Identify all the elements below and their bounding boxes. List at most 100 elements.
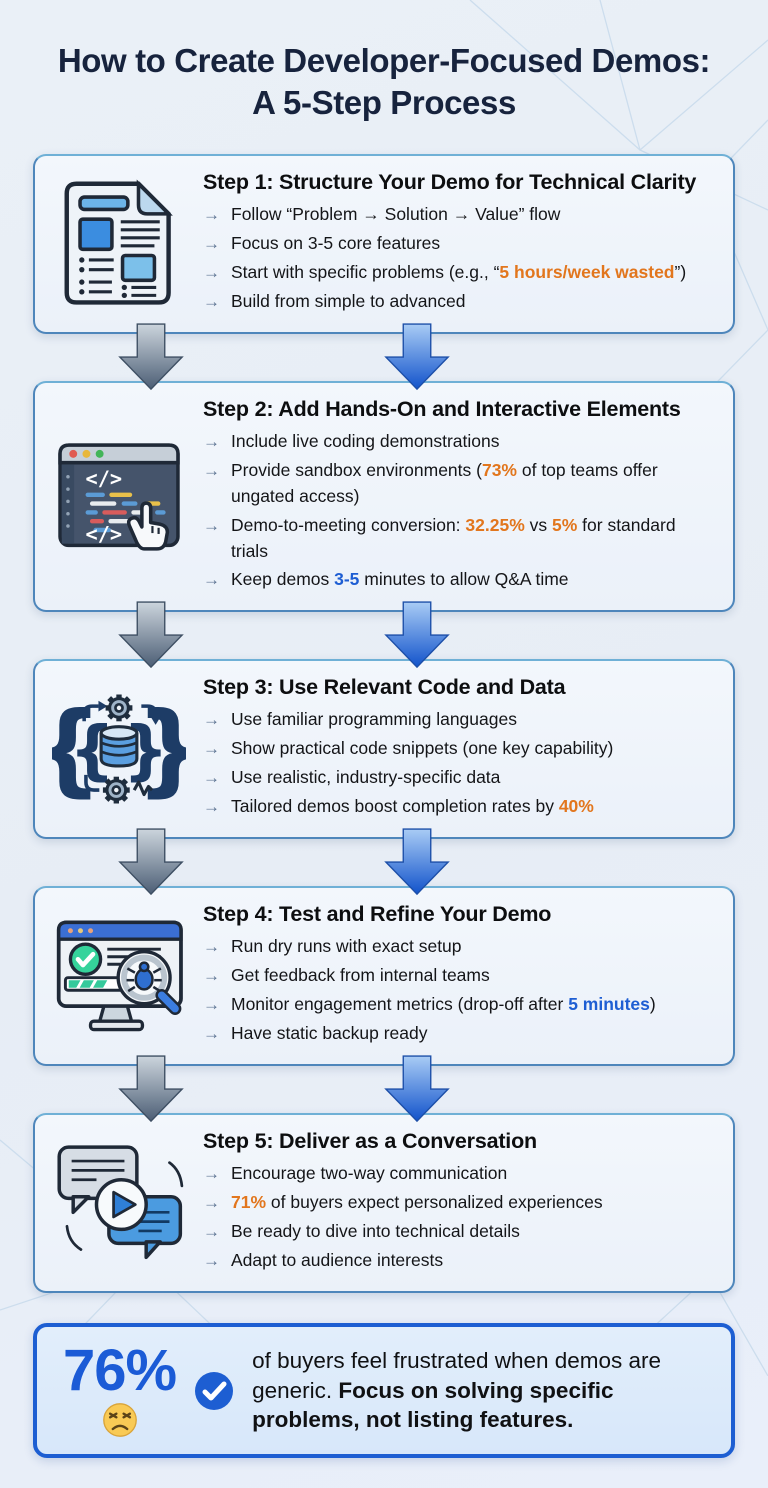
step-4-body: Step 4: Test and Refine Your Demo → Run d… — [203, 902, 717, 1050]
monitor-bug-test-icon — [56, 920, 183, 1032]
text-segment: Run dry runs with exact setup — [231, 936, 462, 957]
blue-check-circle-icon — [195, 1371, 234, 1410]
text-segment: Provide sandbox environments ( — [231, 460, 482, 481]
bullet-item: →Show practical code snippets (one key c… — [203, 736, 711, 762]
step-1-title: Step 1: Structure Your Demo for Technica… — [203, 170, 697, 195]
bullet-text: Use realistic, industry-specific data — [231, 765, 711, 791]
step-card-4: Step 4: Test and Refine Your Demo → Run d… — [33, 886, 735, 1067]
bullet-text: Run dry runs with exact setup — [231, 934, 711, 960]
stat-value: 76% — [63, 1338, 177, 1404]
bullet-text: Show practical code snippets (one key ca… — [231, 736, 711, 762]
blue-down-arrow-icon — [384, 601, 450, 669]
bullet-arrow-icon: → — [203, 461, 220, 481]
step-3-body: Step 3: Use Relevant Code and Data →Use … — [203, 675, 717, 823]
bullet-text: Build from simple to advanced — [231, 289, 711, 315]
bullet-arrow-icon: → — [203, 205, 220, 225]
svg-text:</>: </> — [86, 466, 123, 490]
bullet-item: → 71% of buyers expect personalized exper… — [203, 1190, 711, 1216]
text-segment: Use realistic, industry-specific data — [231, 767, 501, 788]
bullet-item: → Have static backup ready — [203, 1021, 711, 1047]
step-card-5: Step 5: Deliver as a Conversation →Encou… — [33, 1113, 735, 1294]
text-segment: Have static backup ready — [231, 1023, 428, 1044]
text-segment: Monitor engagement metrics (drop-off aft… — [231, 994, 569, 1015]
bullet-item: →Encourage two-way communication — [203, 1161, 711, 1187]
text-segment: ) — [649, 994, 656, 1015]
text-segment: 5% — [552, 514, 578, 535]
text-segment: minutes to allow Q&A time — [359, 569, 569, 590]
text-segment: 40% — [558, 796, 594, 817]
step-5-body: Step 5: Deliver as a Conversation →Encou… — [203, 1129, 717, 1277]
bullet-item: → Include live coding demonstrations — [203, 429, 711, 455]
step-card-3: { } { } — [33, 659, 735, 840]
bullet-arrow-icon: → — [203, 292, 220, 312]
text-segment: Start with specific problems (e.g., “ — [231, 262, 500, 283]
text-segment: Keep demos — [231, 569, 335, 590]
bullet-item: →Tailored demos boost completion rates b… — [203, 794, 711, 820]
step-2-title: Step 2: Add Hands-On and Interactive Ele… — [203, 397, 681, 422]
text-segment: 71% — [231, 1192, 267, 1213]
bullet-item: →Start with specific problems (e.g., “5 … — [203, 260, 711, 286]
gray-down-arrow-icon — [118, 1055, 184, 1123]
step-4-icon-wrap — [35, 912, 203, 1040]
bullet-item: →Get feedback from internal teams — [203, 963, 711, 989]
bullet-text: Monitor engagement metrics (drop-off aft… — [231, 992, 711, 1018]
document-outline-icon — [64, 179, 173, 306]
text-segment: Follow “Problem → Solution → Value” flow — [231, 204, 561, 225]
text-segment: Be ready to dive into technical details — [231, 1221, 520, 1242]
bullet-arrow-icon: → — [203, 1251, 220, 1271]
bullet-arrow-icon: → — [203, 432, 220, 452]
bullet-item: → Focus on 3-5 core features — [203, 231, 711, 257]
bullet-item: →Keep demos 3-5 minutes to allow Q&A tim… — [203, 567, 711, 593]
bullet-text: Include live coding demonstrations — [231, 429, 711, 455]
bullet-text: Demo-to-meeting conversion: 32.25% vs 5%… — [231, 513, 711, 564]
bullet-arrow-icon: → — [203, 1024, 220, 1044]
text-segment: Adapt to audience interests — [231, 1250, 444, 1271]
text-segment: Tailored demos boost completion rates by — [231, 796, 559, 817]
step-1-body: Step 1: Structure Your Demo for Technica… — [203, 170, 717, 318]
bullet-text: Tailored demos boost completion rates by… — [231, 794, 711, 820]
bullet-item: →Provide sandbox environments (73% of to… — [203, 458, 711, 509]
stat-text: of buyers feel frustrated when demos are… — [252, 1346, 709, 1435]
bullet-arrow-icon: → — [203, 995, 220, 1015]
bullet-text: Be ready to dive into technical details — [231, 1219, 711, 1245]
gray-down-arrow-icon — [118, 323, 184, 391]
text-segment: 3-5 — [334, 569, 360, 590]
bullet-arrow-icon: → — [203, 515, 220, 535]
text-segment: 32.25% — [465, 514, 525, 535]
frustrated-face-emoji-icon — [102, 1403, 137, 1438]
step-1-bullets: → Follow “Problem → Solution → Value” flo… — [203, 202, 711, 315]
bullet-text: Get feedback from internal teams — [231, 963, 711, 989]
bullet-item: → Demo-to-meeting conversion: 32.25% vs 5… — [203, 513, 711, 564]
stat-left-block: 76% — [63, 1338, 177, 1438]
step-card-2: </> </> Step 2: Add Hands-On and Interac… — [33, 381, 735, 613]
step-5-icon-wrap — [35, 1140, 203, 1266]
bullet-item: →Use familiar programming languages — [203, 707, 711, 733]
text-segment: of buyers expect personalized experience… — [266, 1192, 603, 1213]
bullet-item: → Use realistic, industry-specific data — [203, 765, 711, 791]
step-3-bullets: →Use familiar programming languages→Show… — [203, 707, 711, 820]
bullet-arrow-icon: → — [203, 1193, 220, 1213]
bullet-text: Adapt to audience interests — [231, 1248, 711, 1274]
text-segment: ”) — [674, 262, 687, 283]
text-segment: 5 minutes — [568, 994, 650, 1015]
flow-gap-3 — [33, 828, 735, 896]
text-segment: Get feedback from internal teams — [231, 965, 490, 986]
step-3-icon-wrap: { } { } — [35, 682, 203, 816]
step-2-icon-wrap: </> </> — [35, 431, 203, 563]
step-5-bullets: →Encourage two-way communication→71% of … — [203, 1161, 711, 1274]
bullet-arrow-icon: → — [203, 1164, 220, 1184]
text-segment: Focus on 3-5 core features — [231, 233, 441, 254]
gray-down-arrow-icon — [118, 601, 184, 669]
bullet-arrow-icon: → — [203, 768, 220, 788]
text-segment: Show practical code snippets (one key ca… — [231, 738, 614, 759]
bullet-item: →Be ready to dive into technical details — [203, 1219, 711, 1245]
flow-gap-1 — [33, 323, 735, 391]
bullet-item: → Follow “Problem → Solution → Value” flo… — [203, 202, 711, 228]
bullet-text: Keep demos 3-5 minutes to allow Q&A time — [231, 567, 711, 593]
step-1-icon-wrap — [35, 177, 203, 311]
bullet-arrow-icon: → — [203, 234, 220, 254]
blue-down-arrow-icon — [384, 323, 450, 391]
bullet-item: → Build from simple to advanced — [203, 289, 711, 315]
step-4-title: Step 4: Test and Refine Your Demo — [203, 902, 552, 927]
bullet-text: Have static backup ready — [231, 1021, 711, 1047]
